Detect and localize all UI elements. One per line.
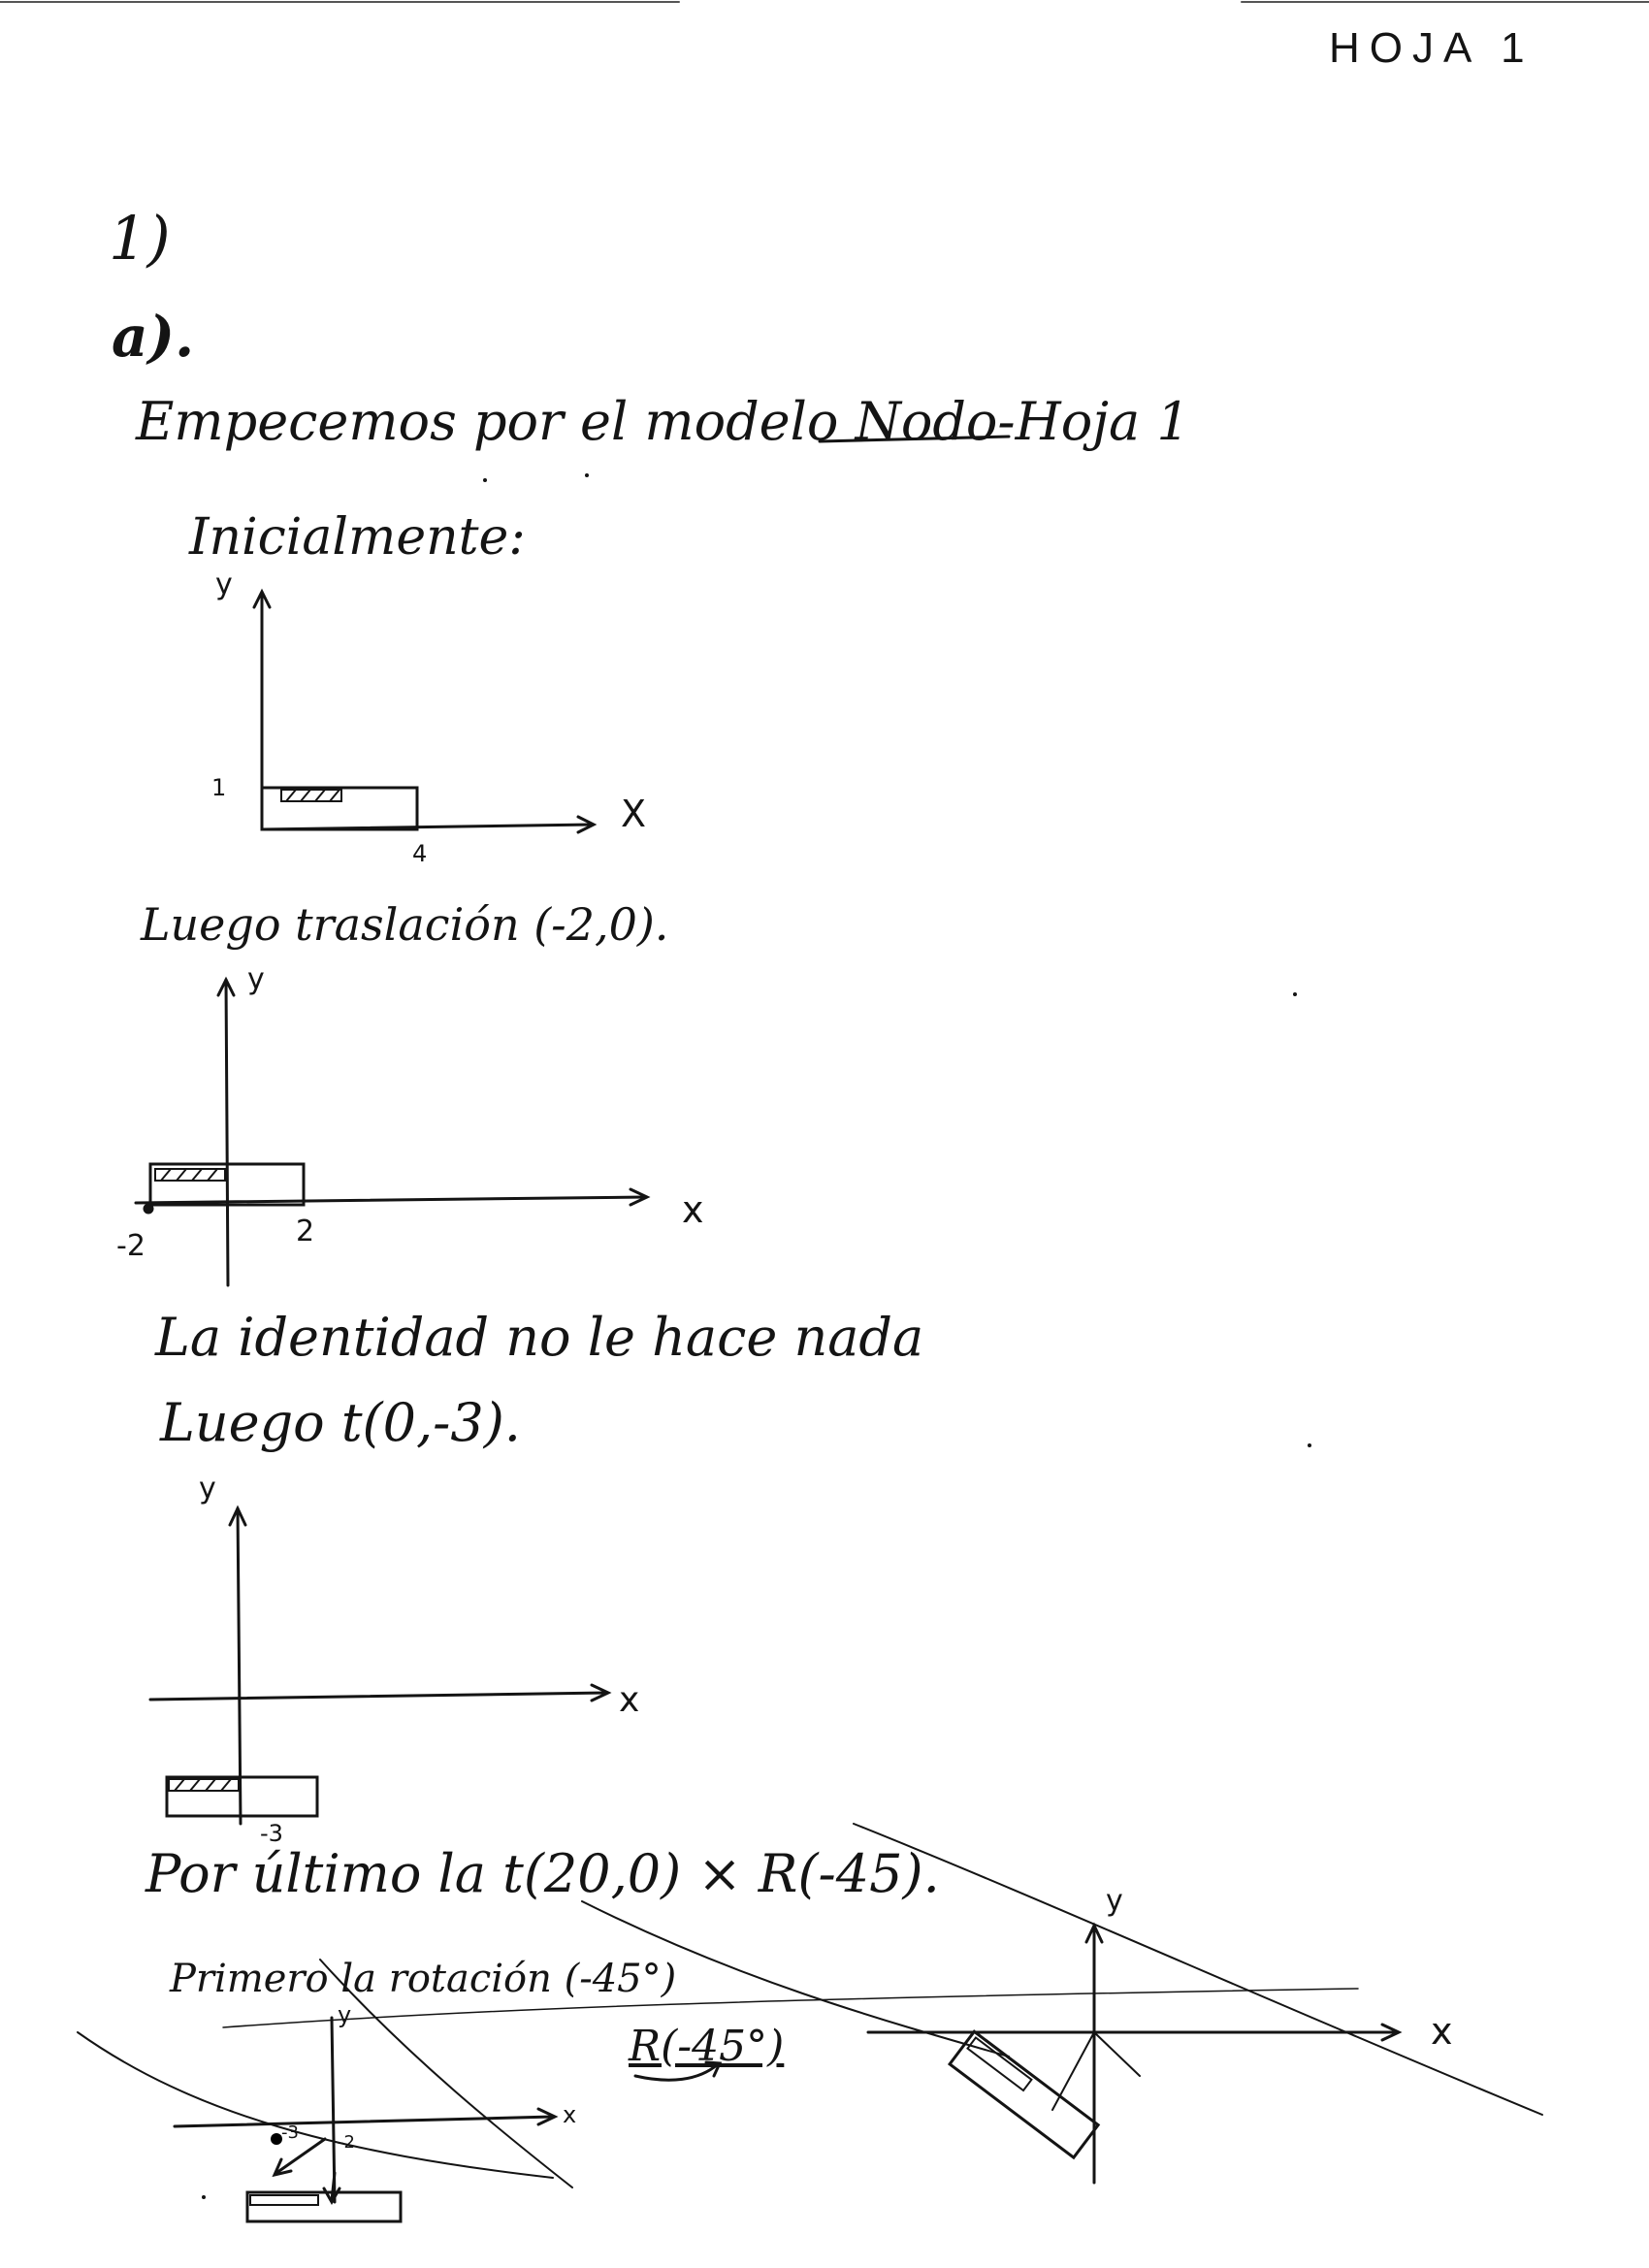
diagram2-axes [134, 976, 651, 1287]
d4-y-label: y [338, 2001, 352, 2028]
diagram5-axes [866, 1922, 1403, 2185]
diagram1-box [260, 786, 419, 831]
intro-line: Empecemos por el modelo Nodo-Hoja 1 [136, 391, 1190, 452]
d2-tick-neg: -2 [116, 1229, 146, 1263]
translate2-line: Luego t(0,-3). [160, 1392, 521, 1453]
identity-line: La identidad no le hace nada [155, 1307, 924, 1368]
diagram4-box [245, 2190, 403, 2223]
d1-tick-y: 1 [211, 774, 227, 801]
d1-tick-x: 4 [412, 840, 428, 867]
d3-tick-neg: -3 [260, 1820, 283, 1847]
diagram3-axes [148, 1505, 612, 1826]
d5-y-label: y [1106, 1884, 1123, 1918]
rotation-arrow [633, 2062, 720, 2082]
d4-x-label: x [563, 2101, 577, 2128]
d1-x-label: X [621, 793, 647, 835]
diagram5-rotated-box [947, 2029, 1101, 2160]
d3-y-label: y [199, 1472, 216, 1506]
exercise-number: 1) [109, 203, 171, 274]
diagram2-box [143, 1162, 306, 1215]
exercise-part: a). [112, 304, 195, 370]
initially-line: Inicialmente: [189, 508, 526, 567]
strike-curve-1 [77, 2031, 554, 2179]
diagram4-axes [173, 2016, 559, 2206]
d5-x-label: x [1431, 2010, 1453, 2053]
d4-tick-b: -2 [338, 2132, 355, 2153]
strike-curve-2 [319, 1959, 573, 2188]
d2-y-label: y [247, 962, 265, 996]
d2-x-label: x [682, 1188, 704, 1231]
last-line: Por último la t(20,0) × R(-45). [146, 1843, 940, 1904]
diagram3-box [165, 1775, 319, 1818]
d3-x-label: x [619, 1680, 640, 1720]
rotation-first-line: Primero la rotación (-45°) [170, 1957, 677, 2001]
translate1-line: Luego traslación (-2,0). [141, 898, 669, 951]
rotation-label: R(-45°) [629, 2022, 785, 2071]
diagram5-diagonal [1051, 2031, 1095, 2111]
d1-y-label: y [215, 567, 233, 601]
diagram5-diagonal-2 [1093, 2031, 1141, 2077]
strike-curve-4 [581, 1900, 1010, 2057]
strike-curve-3 [853, 1823, 1543, 2116]
d2-tick-pos: 2 [296, 1215, 315, 1248]
strike-curve-5 [222, 1988, 1359, 2028]
nodo-hoja-underline [818, 435, 1011, 443]
sheet-label: HOJA 1 [1329, 24, 1535, 72]
